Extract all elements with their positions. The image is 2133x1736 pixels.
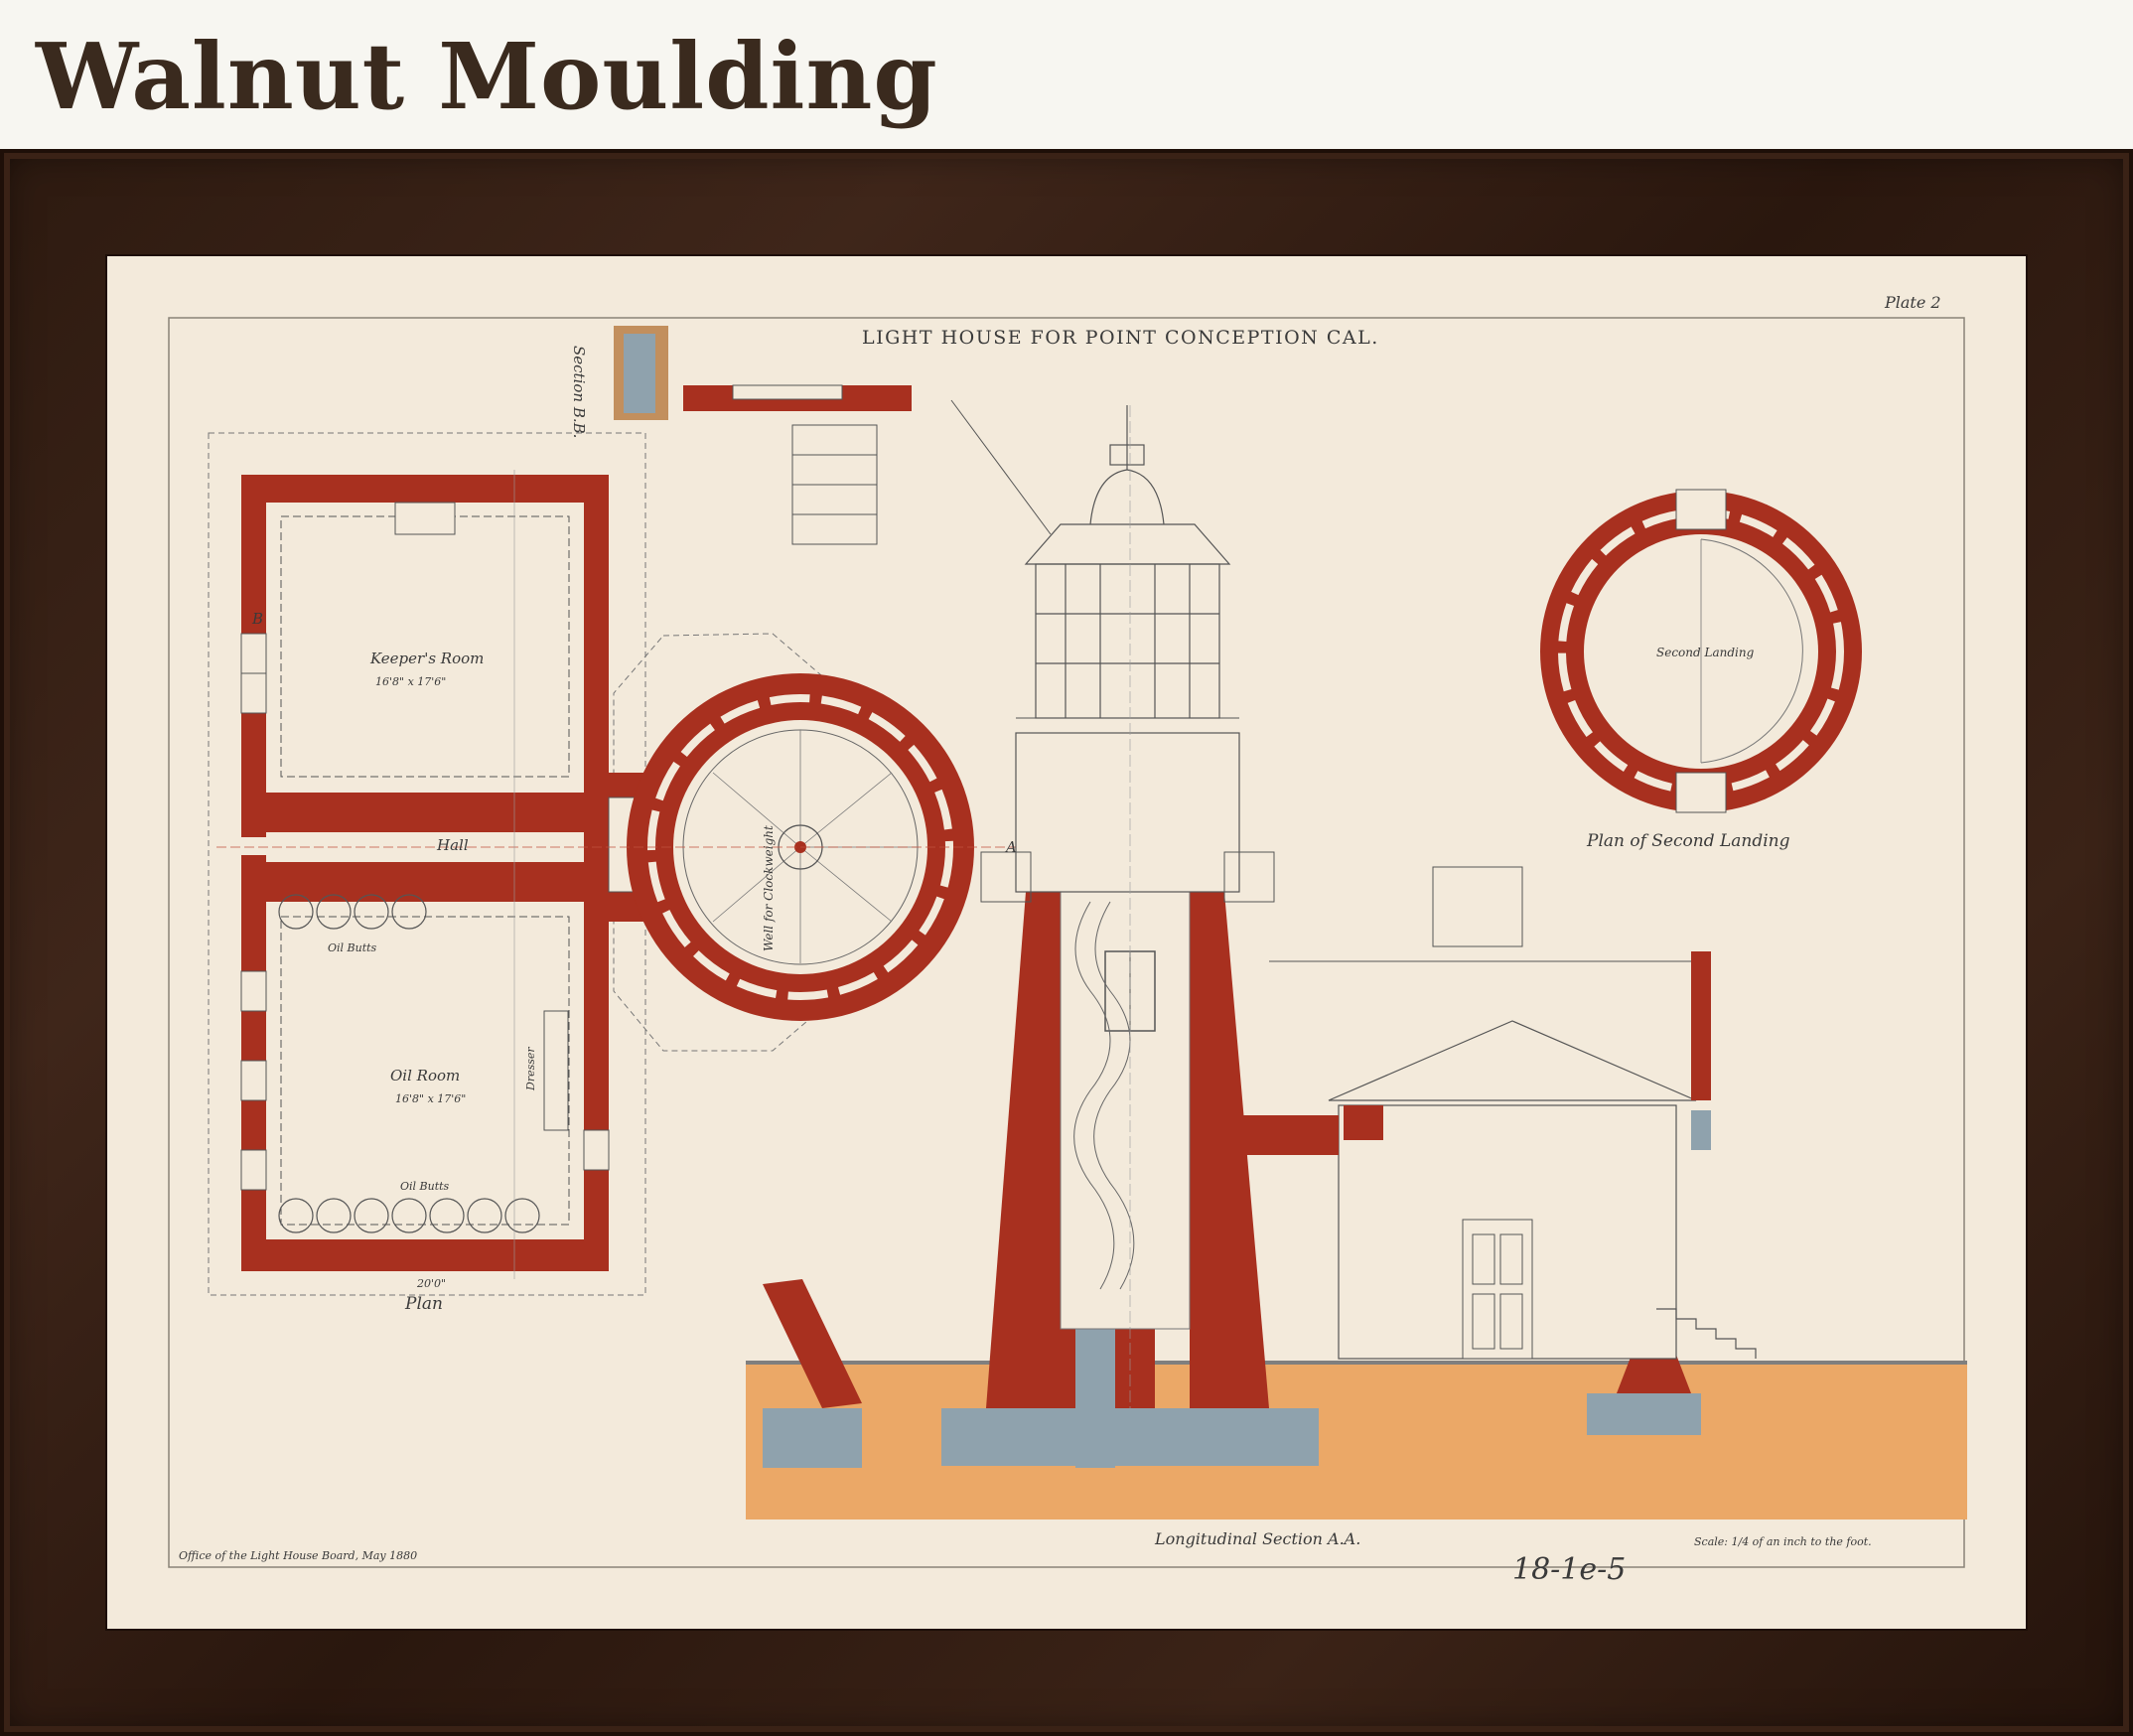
dresser-label: Dresser [524,1047,537,1091]
plan-second-landing-label: Plan of Second Landing [1586,831,1790,851]
walnut-frame: LIGHT HOUSE FOR POINT CONCEPTION CAL. Pl… [0,149,2133,1736]
second-landing-plan [1540,489,1862,813]
floor-plan [208,326,1052,1296]
office-credit: Office of the Light House Board, May 188… [179,1549,417,1562]
oil-butts-upper-label: Oil Butts [328,941,377,954]
keepers-room-label: Keeper's Room [369,650,484,667]
section-bb-label: Section B.B. [570,346,588,438]
clockweight-label: Well for Clockweight [762,825,776,951]
a-mark: A [1004,838,1017,856]
title-bar: Walnut Moulding [0,0,2133,149]
border-line [168,317,1965,1568]
print-title: LIGHT HOUSE FOR POINT CONCEPTION CAL. [862,327,1379,349]
lighthouse-drawing: LIGHT HOUSE FOR POINT CONCEPTION CAL. Pl… [107,256,2026,1629]
lighthouse-section [746,405,1967,1519]
oil-room-label: Oil Room [390,1067,460,1085]
oil-room-dim: 16'8" x 17'6" [395,1092,466,1105]
handwritten-number: 18-1e-5 [1512,1552,1626,1587]
plate-number: Plate 2 [1884,293,1941,312]
plan-width-label: 20'0" [416,1277,446,1290]
hall-label: Hall [436,836,469,854]
keepers-room-dim: 16'8" x 17'6" [375,675,446,688]
longitudinal-section-label: Longitudinal Section A.A. [1154,1529,1360,1548]
second-landing-label: Second Landing [1656,646,1755,659]
oil-butts-lower-label: Oil Butts [400,1180,450,1193]
plan-label: Plan [404,1294,443,1314]
scale-label: Scale: 1/4 of an inch to the foot. [1694,1535,1872,1548]
page-title: Walnut Moulding [36,23,938,130]
print-mat: LIGHT HOUSE FOR POINT CONCEPTION CAL. Pl… [107,256,2026,1629]
b-mark: B [251,610,263,628]
